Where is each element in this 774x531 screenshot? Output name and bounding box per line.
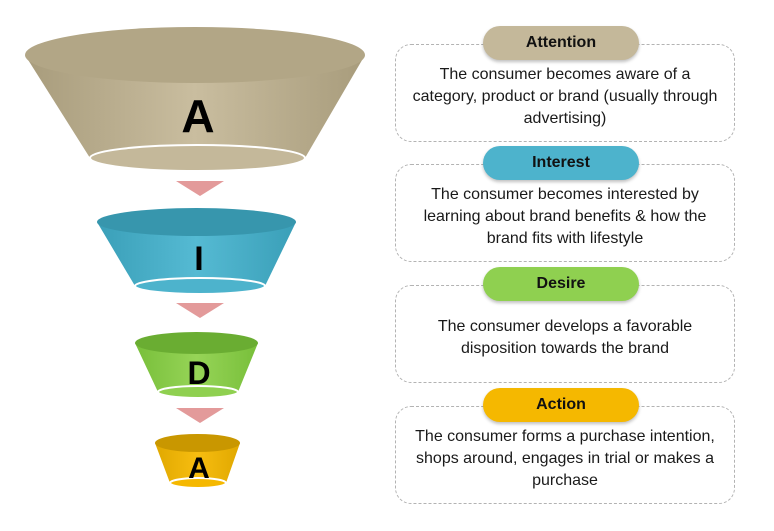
- stage-description-interest: The consumer becomes interested by learn…: [423, 186, 707, 247]
- funnel-letter-action: A: [188, 452, 210, 485]
- stage-title-interest: Interest: [483, 146, 639, 180]
- stage-description-action: The consumer forms a purchase intention,…: [415, 428, 715, 489]
- funnel-stage-attention: A: [25, 27, 365, 172]
- stage-description-box-action: The consumer forms a purchase intention,…: [395, 406, 735, 504]
- stage-title-desire: Desire: [483, 267, 639, 301]
- stage-description-desire: The consumer develops a favorable dispos…: [437, 318, 693, 357]
- funnel-stage-interest: I: [97, 208, 296, 295]
- stage-title-attention: Attention: [483, 26, 639, 60]
- funnel-letter-attention: A: [181, 90, 214, 142]
- funnel-stage-desire: D: [135, 332, 258, 399]
- stage-description-attention: The consumer becomes aware of a category…: [412, 66, 718, 127]
- stage-description-box-attention: The consumer becomes aware of a category…: [395, 44, 735, 142]
- funnel-stage-action: A: [155, 434, 240, 489]
- funnel-letter-desire: D: [187, 355, 210, 391]
- stage-description-box-desire: The consumer develops a favorable dispos…: [395, 285, 735, 383]
- down-arrow-icon: [176, 408, 224, 423]
- stage-description-box-interest: The consumer becomes interested by learn…: [395, 164, 735, 262]
- funnel-letter-interest: I: [194, 240, 203, 278]
- down-arrow-icon: [176, 181, 224, 196]
- stage-title-action: Action: [483, 388, 639, 422]
- down-arrow-icon: [176, 303, 224, 318]
